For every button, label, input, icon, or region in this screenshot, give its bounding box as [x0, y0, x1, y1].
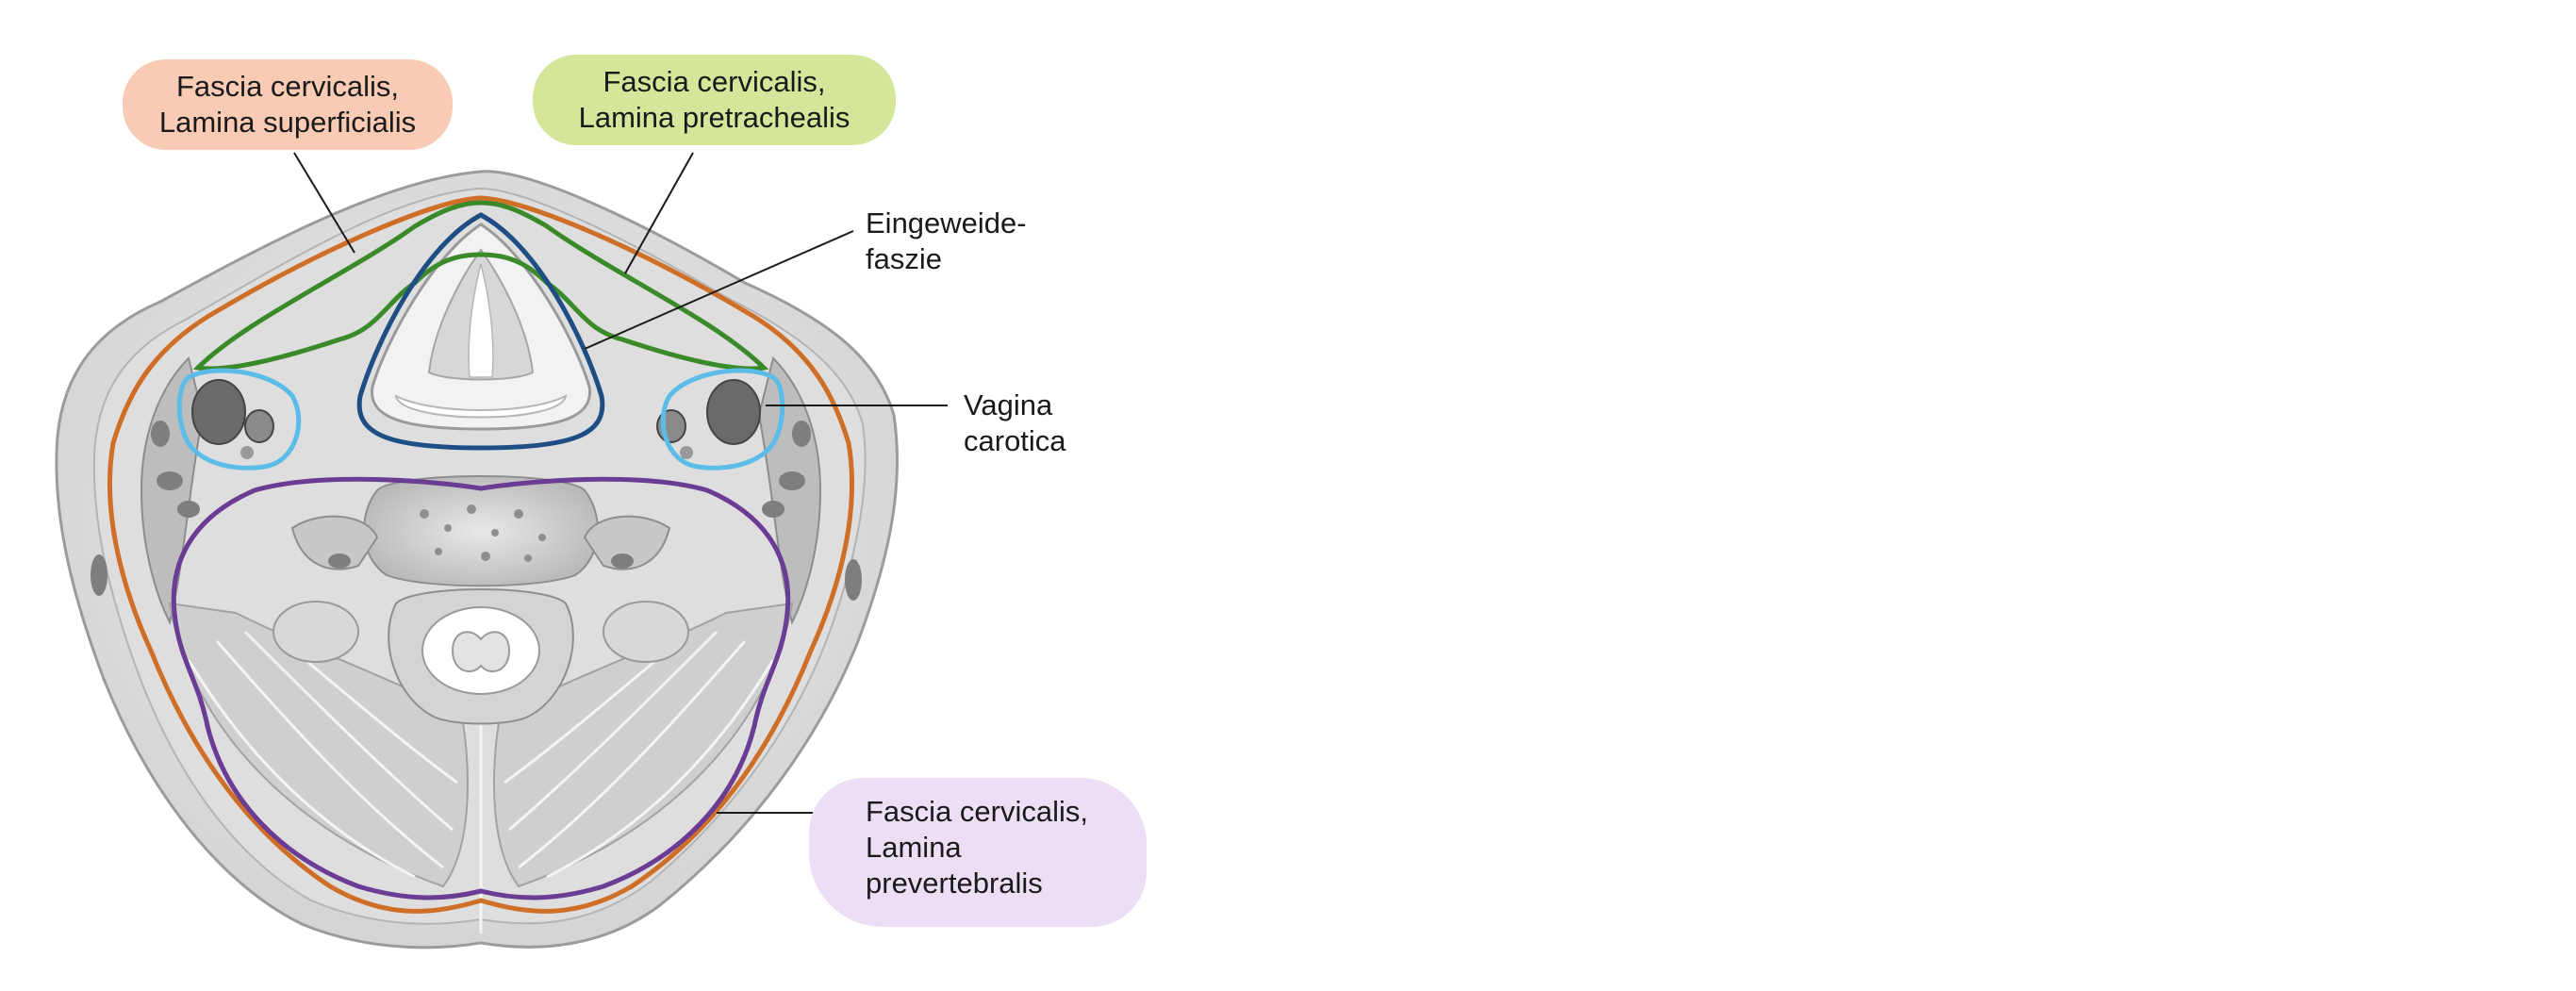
label-eingeweide-line2: faszie [866, 242, 942, 275]
fascia-lamina-prevertebralis-line [171, 476, 791, 900]
label-eingeweide-line1: Eingeweide- [866, 206, 1027, 239]
spinal-cord [451, 631, 511, 673]
arytenoid [394, 394, 568, 419]
label-eingeweide: Eingeweide- faszie [866, 206, 1027, 277]
label-prevertebralis-line3: prevertebralis [866, 867, 1043, 900]
label-bubble-prevertebralis [809, 778, 1147, 927]
label-prevertebralis-line2: Lamina [866, 831, 962, 864]
vertebral-body [363, 475, 599, 587]
fascia-eingeweide-line [356, 212, 605, 451]
carotid-contents-left [191, 379, 274, 459]
fascia-vagina-carotica-right [660, 368, 785, 471]
leader-eingeweide [584, 230, 854, 350]
label-carotica-line1: Vagina [964, 388, 1053, 421]
label-prevertebralis-line1: Fascia cervicalis, [866, 795, 1088, 828]
label-prevertebralis: Fascia cervicalis, Lamina prevertebralis [866, 794, 1088, 901]
fascia-vagina-carotica-left [176, 368, 302, 471]
label-pretrachealis-line1: Fascia cervicalis, [603, 65, 826, 98]
fascia-lamina-pretrachealis-line [192, 200, 769, 372]
label-pretrachealis-line2: Lamina pretrachealis [578, 101, 850, 134]
fascia-lamina-superficialis-line [107, 195, 855, 914]
lateral-vertebral-masses [272, 601, 689, 663]
glottis [468, 263, 494, 378]
label-bubble-superficialis: Fascia cervicalis, Lamina superficialis [123, 59, 453, 150]
leader-pretrachealis [624, 152, 694, 274]
label-carotica-line2: carotica [964, 424, 1066, 457]
label-bubble-pretrachealis: Fascia cervicalis, Lamina pretrachealis [533, 55, 896, 145]
leader-superficialis [293, 152, 355, 254]
small-vessels-and-nodes [91, 421, 862, 601]
vertebral-trabeculae [420, 504, 546, 562]
label-carotica: Vagina carotica [964, 388, 1066, 459]
label-superficialis-line1: Fascia cervicalis, [176, 70, 399, 103]
label-superficialis-line2: Lamina superficialis [158, 106, 417, 139]
